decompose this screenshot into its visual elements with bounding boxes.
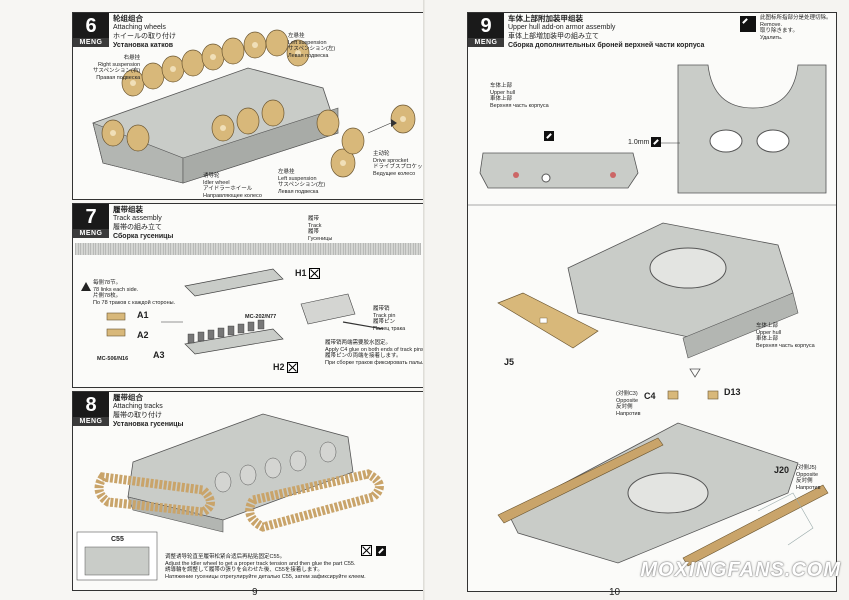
no-glue-icon [309,268,321,280]
page-fold [423,0,426,600]
warning-icon [81,282,91,291]
no-glue-icon [361,545,372,557]
glue-icon [376,545,387,556]
page-number-left: 9 [252,587,258,598]
step-8-illustration [76,413,384,581]
step-7-illustration [106,268,384,355]
part-j5: J5 [504,357,515,367]
part-c55: C55 [111,536,124,543]
jig-label-2: MC-506/N16 [97,356,129,362]
part-h1: H1 [295,268,321,280]
part-a3: A3 [153,350,165,360]
part-c4: C4 [644,391,656,401]
cut-icon [544,130,554,141]
part-d13: D13 [724,387,741,397]
cut-icon [651,137,662,147]
step-8-titles: 履带组合 Attaching tracks 履帯の取り付け Установка … [113,393,184,428]
jig-label-1: MC-202/N77 [245,314,277,320]
step-9-titles: 车体上部附加装甲组装 Upper hull add-on armor assem… [508,14,705,49]
track-strip [75,243,421,255]
cut-icon [740,15,756,32]
no-glue-icon [287,362,299,374]
part-j20: J20 [774,465,790,475]
step-6-illustration [92,29,416,184]
glue-marks [361,542,387,560]
cut-marks-side [544,127,554,145]
page-number-right: 10 [609,587,621,598]
part-a2: A2 [137,330,149,340]
tension-note: 调整诱导轮直至履带松紧合适后再粘贴固定C55。Adjust the idler … [165,554,366,580]
watermark: MOXINGFANS.COM [640,559,841,581]
link-count-note: 每侧78节。78 links each side.片側78枚。По 78 тра… [93,280,176,306]
remove-legend: 此图标所指部分是处理切除。Remove.取り除きます。Удалить. [740,15,832,41]
part-h2: H2 [273,362,299,374]
step-9-illustration [468,64,836,567]
step-6-titles: 轮组组合 Attaching wheels ホイールの取り付け Установк… [113,14,176,49]
part-a1: A1 [137,310,149,320]
thickness-callout: 1.0mm [628,137,662,147]
step-7-titles: 履带组装 Track assembly 履帯の組み立て Сборка гусен… [113,205,174,240]
